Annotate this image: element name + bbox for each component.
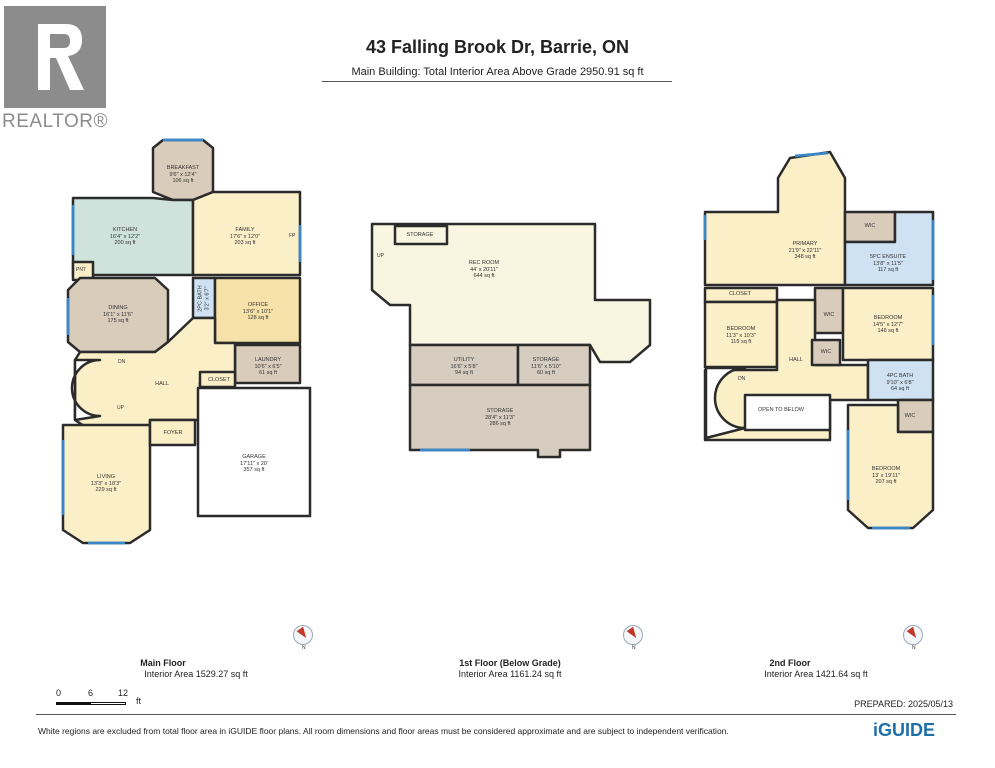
open-to-below-label: OPEN TO BELOW bbox=[758, 407, 804, 413]
laundry-room bbox=[233, 343, 302, 385]
scale-unit: ft bbox=[136, 696, 142, 706]
disclaimer-text: White regions are excluded from total fl… bbox=[38, 726, 729, 736]
main-stair bbox=[70, 358, 102, 422]
scale-bar-light bbox=[90, 702, 126, 705]
lower-floor-area: Interior Area 1161.24 sq ft bbox=[458, 669, 562, 679]
wic-room-2 bbox=[813, 286, 845, 335]
iguide-logo: iGUIDE bbox=[873, 720, 936, 740]
compass-second-icon bbox=[903, 625, 923, 645]
closet-2-label: CLOSET bbox=[728, 291, 752, 297]
main-floor-area: Interior Area 1529.27 sq ft bbox=[144, 669, 248, 679]
scale-label-0: 0 bbox=[56, 688, 62, 698]
wic-1-label: WIC bbox=[864, 223, 876, 229]
compass-main-north: N bbox=[302, 645, 306, 651]
foyer-area bbox=[148, 418, 197, 447]
ensuite-room bbox=[843, 210, 935, 287]
compass-lower-north: N bbox=[632, 645, 636, 651]
realtor-logo bbox=[4, 6, 106, 108]
upper-dn-label: DN bbox=[738, 376, 746, 382]
bath-room-2 bbox=[866, 358, 935, 402]
second-floor-area: Interior Area 1421.64 sq ft bbox=[764, 669, 868, 679]
up-label: UP bbox=[117, 405, 124, 411]
rec-room bbox=[370, 222, 652, 364]
storage-1-label: STORAGE bbox=[406, 232, 434, 238]
hall-2-label: HALL bbox=[789, 357, 803, 363]
main-floor-plan bbox=[61, 138, 312, 545]
fp-label: FP bbox=[289, 233, 296, 239]
pnt-label: PNT bbox=[76, 267, 86, 273]
window-marks bbox=[61, 138, 935, 545]
wic-4-label: WIC bbox=[904, 413, 916, 419]
prepared-date: PREPARED: 2025/05/13 bbox=[854, 699, 953, 709]
utility-room bbox=[408, 343, 520, 387]
storage-room-1 bbox=[393, 224, 449, 246]
wic-room-1 bbox=[843, 210, 897, 244]
second-floor-name: 2nd Floor bbox=[769, 658, 811, 668]
storage-room-2 bbox=[516, 343, 592, 387]
second-floor-plan bbox=[703, 150, 935, 530]
dn-label: DN bbox=[118, 359, 126, 365]
lower-floor-name: 1st Floor (Below Grade) bbox=[459, 658, 561, 668]
compass-main-icon bbox=[293, 625, 313, 645]
main-floor-name: Main Floor bbox=[140, 658, 186, 668]
garage-room bbox=[196, 386, 312, 518]
page-subtitle: Main Building: Total Interior Area Above… bbox=[351, 66, 644, 78]
footer-divider bbox=[36, 714, 956, 715]
bedroom-room-3 bbox=[846, 403, 935, 530]
lower-floor-plan bbox=[370, 222, 652, 459]
scale-label-12: 12 bbox=[118, 688, 129, 698]
wic-room-3 bbox=[810, 338, 842, 367]
bedroom-room-1 bbox=[703, 300, 779, 369]
office-room bbox=[213, 276, 302, 345]
hall-label: HALL bbox=[155, 381, 169, 387]
scale-bar-dark bbox=[56, 702, 90, 705]
realtor-wordmark: REALTOR® bbox=[2, 111, 108, 132]
open-to-below bbox=[743, 393, 832, 432]
foyer-label: FOYER bbox=[163, 430, 183, 436]
compass-second-north: N bbox=[912, 645, 916, 651]
compass-lower-icon bbox=[623, 625, 643, 645]
closet-label: CLOSET bbox=[207, 377, 231, 383]
header-divider bbox=[322, 81, 672, 82]
wic-2-label: WIC bbox=[823, 312, 835, 318]
primary-room bbox=[703, 150, 847, 287]
wic-3-label: WIC bbox=[820, 349, 832, 355]
lower-up-label: UP bbox=[377, 253, 384, 259]
page-title: 43 Falling Brook Dr, Barrie, ON bbox=[365, 37, 630, 57]
upper-stair bbox=[704, 366, 747, 440]
scale-label-6: 6 bbox=[88, 688, 94, 698]
